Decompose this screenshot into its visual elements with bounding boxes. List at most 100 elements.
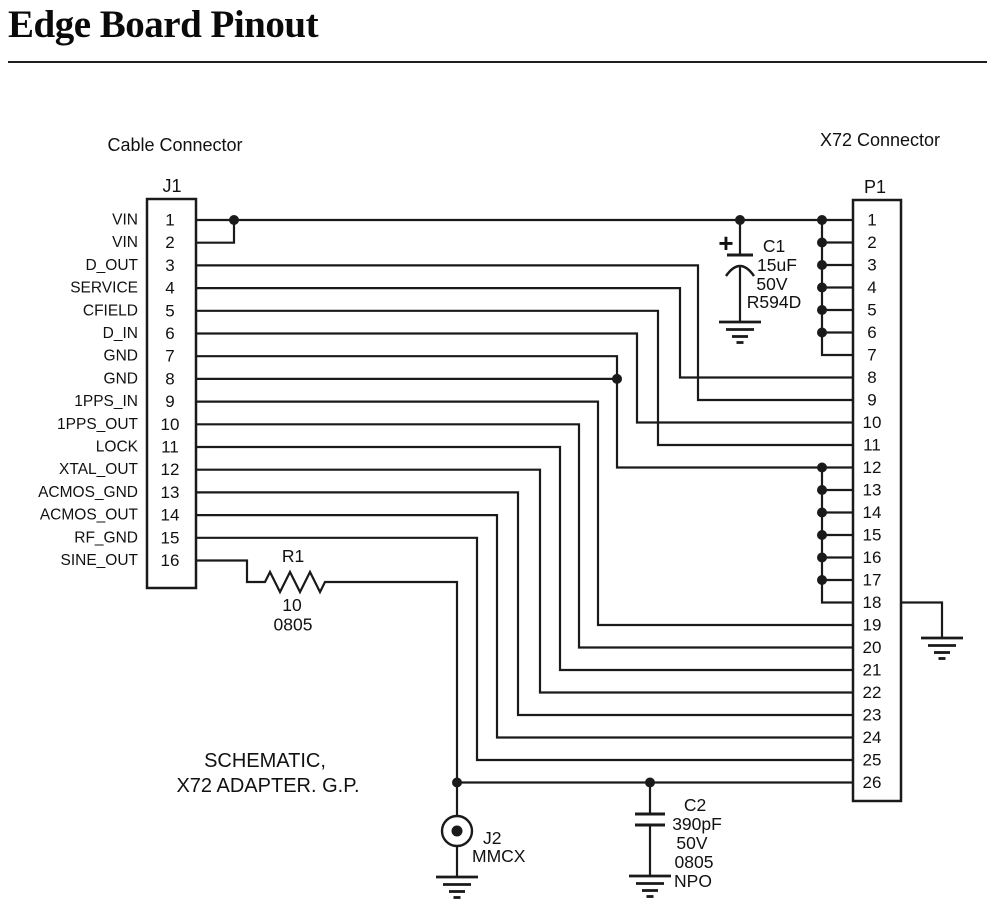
p1-pin-number: 10 [863, 413, 882, 432]
j1-pin-number: 7 [165, 347, 174, 366]
p1-pin-number: 15 [863, 526, 882, 545]
p1-pin-number: 5 [867, 301, 876, 320]
r1-package-label: 0805 [274, 615, 313, 635]
junction-dot [817, 260, 827, 270]
cable-connector-title: Cable Connector [107, 135, 242, 155]
j1-pin-number: 6 [165, 324, 174, 343]
wire-lock [196, 445, 853, 672]
j1-pin-number: 2 [165, 233, 174, 252]
p1-pin-number: 24 [863, 728, 882, 747]
junction-dot [817, 530, 827, 540]
p1-pin-number: 7 [867, 346, 876, 365]
wire-1pps_in [196, 400, 853, 627]
p1-pin-number: 1 [867, 211, 876, 230]
j1-pin-label: ACMOS_OUT [40, 507, 139, 524]
j1-pin-label: ACMOS_GND [38, 484, 138, 501]
wire-xtal_out [196, 468, 853, 694]
junction-dot [612, 373, 622, 384]
j1-pin-number: 10 [161, 415, 180, 434]
junction-dot [817, 552, 827, 563]
caption-line-1: SCHEMATIC, [204, 750, 326, 772]
p1-pin-number: 23 [863, 706, 882, 725]
p1-pin-number: 25 [863, 751, 882, 770]
j1-pin-number: 13 [161, 483, 180, 502]
wire-acmos_out [196, 513, 853, 739]
junction-dot [817, 485, 827, 495]
j2-connector-center [451, 825, 463, 837]
p1-ref-label: P1 [864, 177, 886, 197]
j1-pin-label: 1PPS_IN [74, 393, 138, 410]
j1-pin-label: XTAL_OUT [59, 461, 138, 478]
p1-connector-box [851, 198, 903, 803]
p1-pin-number: 12 [863, 458, 882, 477]
p1-pin-number: 9 [867, 391, 876, 410]
j1-pin-number: 15 [161, 528, 180, 547]
c1-ref-label: C1 [763, 236, 785, 256]
c2-value-label: 390pF [672, 814, 722, 834]
wire-vin-pin2-join [196, 220, 236, 244]
j1-pin-number: 12 [161, 460, 180, 479]
j1-pin-number: 14 [161, 506, 180, 525]
p1-pin-number: 2 [867, 233, 876, 252]
c1-value-label: 15uF [757, 255, 797, 275]
j1-pin-label: VIN [112, 234, 138, 251]
j1-pin-label: SINE_OUT [60, 552, 138, 569]
j1-pin-label: CFIELD [83, 302, 138, 319]
j1-pin-number: 5 [165, 301, 174, 320]
p1-pin-number: 18 [863, 593, 882, 612]
j1-pin-label: SERVICE [70, 280, 138, 297]
title-divider [8, 61, 987, 63]
wire-d_out [196, 264, 853, 402]
p1-pin-number: 4 [867, 278, 876, 297]
p1-pin-number: 22 [863, 683, 882, 702]
wire-service [196, 287, 853, 379]
c1-plus-sign: + [718, 228, 733, 258]
junction-dot [817, 282, 827, 293]
j1-pin-number: 3 [165, 256, 174, 275]
j1-pin-number: 9 [165, 392, 174, 411]
junction-dot [817, 462, 827, 473]
junction-dot [817, 215, 827, 225]
j1-pin-label: RF_GND [74, 529, 138, 546]
wire-acmos_gnd [196, 491, 853, 717]
wire-cfield [196, 309, 853, 447]
j1-connector-box [145, 197, 198, 590]
junction-dot [817, 575, 827, 585]
page-title: Edge Board Pinout [8, 3, 319, 46]
p1-pin-number: 17 [863, 571, 882, 590]
junction-dot [229, 215, 239, 225]
wire-d_in [196, 332, 853, 424]
p1-pin-number: 6 [867, 323, 876, 342]
j1-pin-label: GND [104, 370, 138, 387]
p1-pin-number: 11 [863, 436, 881, 455]
j1-pin-label: VIN [112, 212, 138, 229]
c2-ref-label: C2 [684, 795, 706, 815]
junction-dot [817, 305, 827, 315]
p1-pin-number: 16 [863, 548, 882, 567]
r1-ref-label: R1 [282, 546, 304, 566]
wire-sine-out-r1 [196, 559, 853, 784]
j1-ref-label: J1 [162, 176, 181, 196]
j1-pin-label: GND [104, 348, 138, 365]
j1-pin-number: 16 [161, 551, 180, 570]
p1-pin-number: 14 [863, 503, 882, 522]
junction-dot [817, 237, 827, 248]
j1-pin-label: 1PPS_OUT [57, 416, 139, 433]
r1-value-label: 10 [282, 595, 302, 615]
p1-pin-number: 21 [863, 661, 882, 680]
c1-part-label: R594D [747, 292, 801, 312]
p1-pin-number: 3 [867, 256, 876, 275]
j2-type-label: MMCX [472, 846, 526, 866]
j2-ref-label: J2 [483, 828, 501, 848]
p1-pin-number: 20 [863, 638, 882, 657]
j1-pin-label: D_IN [103, 325, 138, 342]
p1-pin-number: 19 [863, 616, 882, 635]
wire-1pps_out [196, 423, 853, 649]
j1-pin-number: 11 [161, 438, 179, 457]
c2-package-label: 0805 [675, 852, 714, 872]
p1-pin-number: 8 [867, 368, 876, 387]
p1-pin-number: 13 [863, 481, 882, 500]
p1-pin-number: 26 [863, 773, 882, 792]
j1-pin-number: 1 [165, 211, 174, 230]
